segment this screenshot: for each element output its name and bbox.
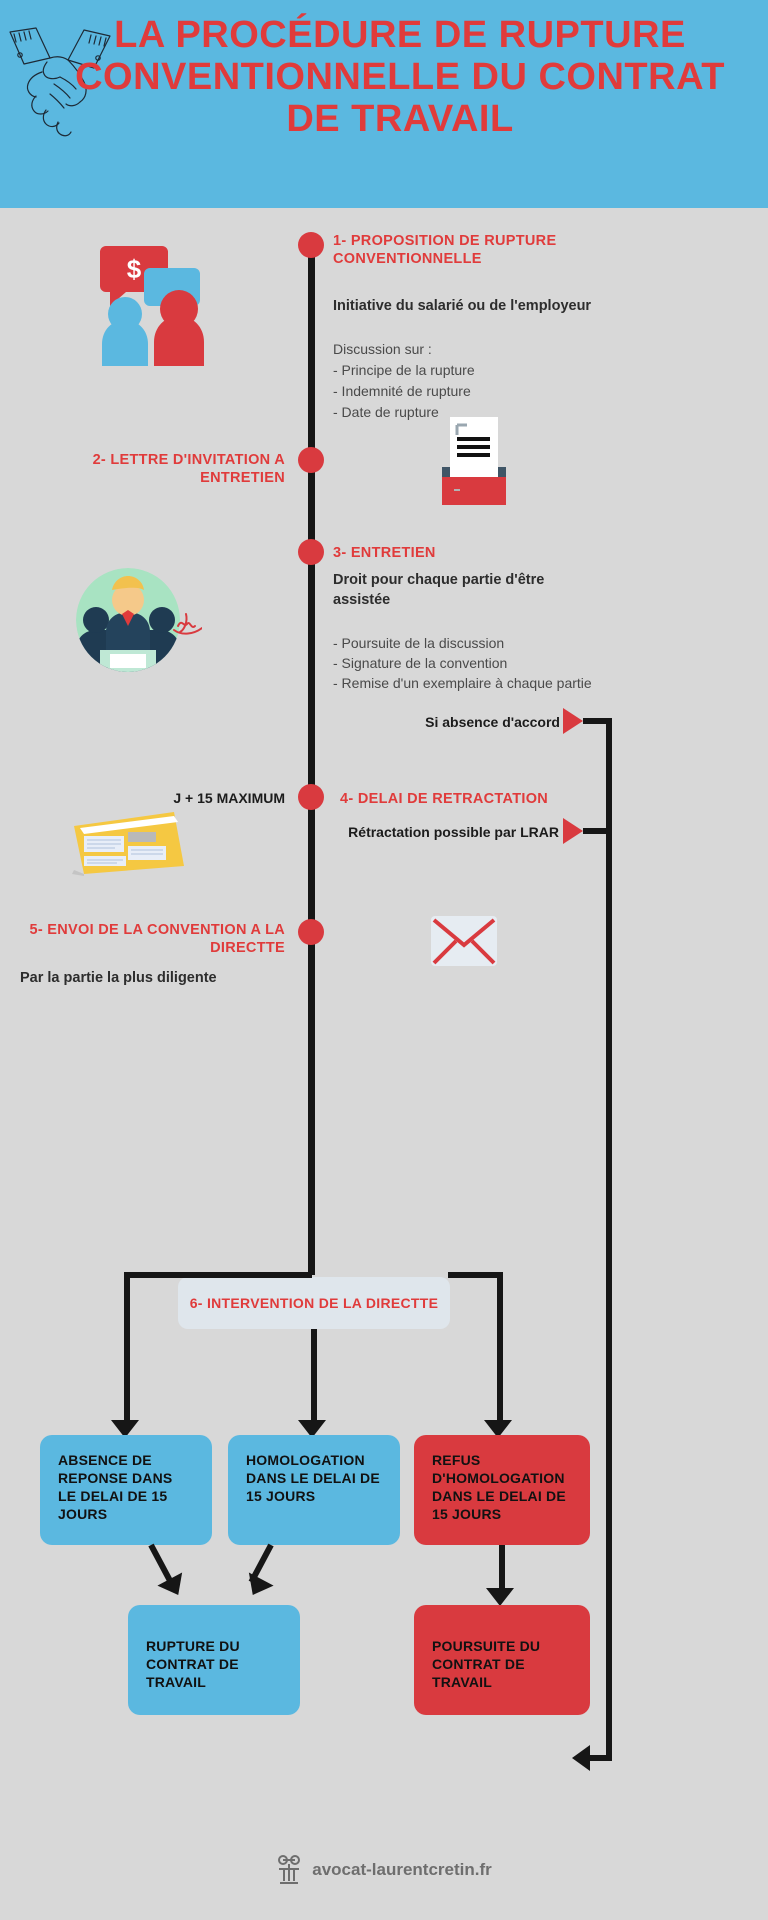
speech-bubbles-dollar-icon: $: [100, 246, 204, 366]
timeline-dot-step-1: [298, 232, 324, 258]
step-5-heading: 5- ENVOI DE LA CONVENTION A LA DIRECTTE: [29, 922, 285, 956]
footer-site: avocat-laurentcretin.fr: [312, 1860, 492, 1879]
svg-text:$: $: [127, 254, 142, 284]
step-2-heading: 2- LETTRE D'INVITATION A ENTRETIEN: [92, 452, 285, 486]
retraction-connector-h: [583, 828, 612, 834]
return-arrowhead: [572, 1745, 590, 1771]
outcome-box-refus[interactable]: REFUS D'HOMOLOGATION DANS LE DELAI DE 15…: [414, 1435, 590, 1545]
handshake-icon: [9, 27, 111, 137]
step-6-heading: 6- INTERVENTION DE LA DIRECTTE: [189, 1295, 439, 1311]
connector-refus-to-poursuite: [499, 1545, 505, 1593]
timeline-spine: [308, 240, 315, 1275]
result-box-rupture[interactable]: RUPTURE DU CONTRAT DE TRAVAIL: [128, 1605, 300, 1715]
step-1-list-item-0: - Principe de la rupture: [333, 362, 475, 378]
outcome-homologation-label: HOMOLOGATION DANS LE DELAI DE 15 JOURS: [246, 1452, 380, 1504]
outcome-refus-label: REFUS D'HOMOLOGATION DANS LE DELAI DE 15…: [432, 1452, 566, 1522]
step-3-list-item-0: - Poursuite de la discussion: [333, 635, 505, 651]
step-5-subheading: Par la partie la plus diligente: [20, 970, 217, 986]
outcome-absence-label: ABSENCE DE REPONSE DANS LE DELAI DE 15 J…: [58, 1452, 173, 1522]
step-1-subheading: Initiative du salarié ou de l'employeur: [333, 298, 592, 314]
arrowhead-absence-to-rupture: [157, 1572, 191, 1602]
step-6-box[interactable]: 6- INTERVENTION DE LA DIRECTTE: [178, 1277, 450, 1329]
timeline-dot-step-5: [298, 919, 324, 945]
branch-right-h: [448, 1272, 503, 1278]
right-return-connector-v: [606, 718, 612, 1758]
branch-right-v: [497, 1272, 503, 1422]
result-box-poursuite[interactable]: POURSUITE DU CONTRAT DE TRAVAIL: [414, 1605, 590, 1715]
printer-document-icon: [442, 417, 506, 505]
step-4-heading: 4- DELAI DE RETRACTATION: [340, 791, 549, 807]
step-1-list-item-1: - Indemnité de rupture: [333, 383, 471, 399]
mail-envelope-icon: [431, 916, 497, 966]
step-4-left-label: J + 15 MAXIMUM: [173, 790, 285, 806]
envelope-letter-icon: [72, 812, 184, 876]
branch-middle-arrowhead: [298, 1420, 326, 1438]
page-title: LA PROCÉDURE DE RUPTURE CONVENTIONNELLE …: [75, 14, 725, 140]
timeline-dot-step-3: [298, 539, 324, 565]
result-rupture-label: RUPTURE DU CONTRAT DE TRAVAIL: [146, 1638, 240, 1690]
no-agreement-arrow-icon: [563, 708, 583, 734]
return-connector-h: [590, 1755, 612, 1761]
branch-middle-v: [311, 1329, 317, 1422]
step-3-heading: 3- ENTRETIEN: [333, 545, 436, 561]
retraction-arrow-icon: [563, 818, 583, 844]
step-1-list-item-2: - Date de rupture: [333, 404, 439, 420]
connector-absence-to-rupture: [148, 1543, 174, 1584]
branch-right-arrowhead: [484, 1420, 512, 1438]
branch-left-v: [124, 1272, 130, 1422]
step-3-list-item-1: - Signature de la convention: [333, 655, 508, 671]
footer: avocat-laurentcretin.fr: [0, 1855, 768, 1885]
step-1-list-intro: Discussion sur :: [333, 341, 432, 357]
timeline-dot-step-2: [298, 447, 324, 473]
timeline-dot-step-4: [298, 784, 324, 810]
step-1-heading: 1- PROPOSITION DE RUPTURE CONVENTIONNELL…: [333, 233, 557, 267]
arrowhead-refus-to-poursuite: [486, 1588, 514, 1606]
outcome-box-homologation[interactable]: HOMOLOGATION DANS LE DELAI DE 15 JOURS: [228, 1435, 400, 1545]
law-column-icon: [278, 1855, 301, 1884]
branch-left-h: [124, 1272, 312, 1278]
step-4-subheading: Rétractation possible par LRAR: [348, 824, 559, 840]
outcome-box-absence[interactable]: ABSENCE DE REPONSE DANS LE DELAI DE 15 J…: [40, 1435, 212, 1545]
step-3-subheading: Droit pour chaque partie d'être assistée: [333, 572, 545, 608]
step-3-list-item-2: - Remise d'un exemplaire à chaque partie: [333, 675, 592, 691]
arrowhead-homologation-to-rupture: [240, 1572, 274, 1602]
no-agreement-connector-h: [583, 718, 612, 724]
branch-left-arrowhead: [111, 1420, 139, 1438]
header-banner: LA PROCÉDURE DE RUPTURE CONVENTIONNELLE …: [0, 0, 768, 208]
result-poursuite-label: POURSUITE DU CONTRAT DE TRAVAIL: [432, 1638, 541, 1690]
branch-label-no-agreement: Si absence d'accord: [425, 714, 560, 730]
handshake-meeting-signature-icon: [76, 568, 202, 672]
